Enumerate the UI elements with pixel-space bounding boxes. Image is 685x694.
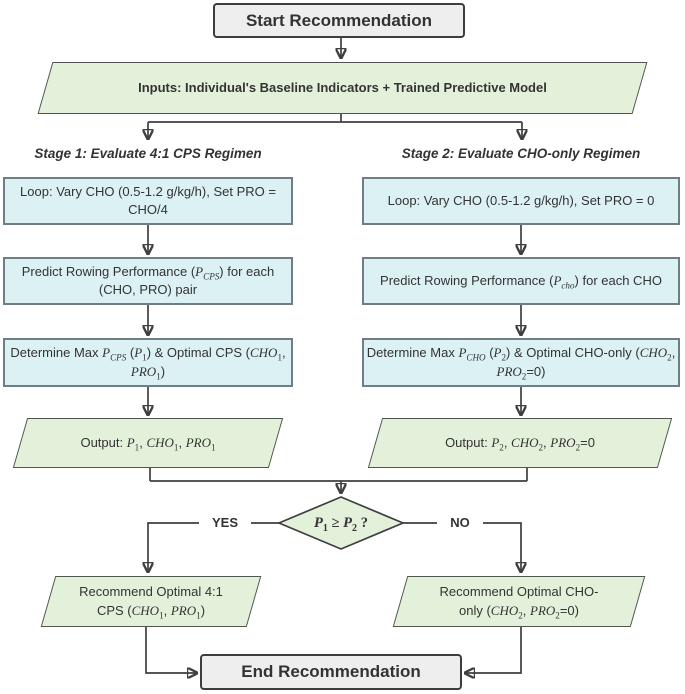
loop-cps-label: Loop: Vary CHO (0.5-1.2 g/kg/h), Set PRO…: [20, 183, 276, 217]
output-cps-label: Output: P1, CHO1, PRO1: [80, 434, 216, 453]
recommend-cho-label: Recommend Optimal CHO-only (CHO2, PRO2=0…: [439, 584, 599, 621]
output-cho-label: Output: P2, CHO2, PRO2=0: [445, 434, 595, 453]
output-cps-parallelogram: Output: P1, CHO1, PRO1: [10, 418, 286, 468]
inputs-parallelogram: Inputs: Individual's Baseline Indicators…: [35, 62, 650, 114]
decision-label: P1 ≥ P2 ?: [314, 514, 368, 534]
determine-cho-label: Determine Max PCHO (P2) & Optimal CHO-on…: [366, 345, 676, 382]
predict-cps-box: Predict Rowing Performance (PCPS) for ea…: [3, 257, 293, 305]
yes-edge-label: YES: [199, 514, 251, 531]
start-node: Start Recommendation: [213, 3, 465, 38]
connector-reccho-to-end: [466, 627, 522, 673]
recommend-cps-parallelogram: Recommend Optimal 4:1 CPS (CHO1, PRO1): [38, 576, 264, 627]
stage1-label: Stage 1: Evaluate 4:1 CPS Regimen: [34, 146, 262, 161]
end-node: End Recommendation: [200, 654, 462, 690]
start-node-label: Start Recommendation: [245, 10, 433, 30]
stage2-label: Stage 2: Evaluate CHO-only Regimen: [401, 146, 641, 161]
recommend-cho-parallelogram: Recommend Optimal CHO-only (CHO2, PRO2=0…: [390, 576, 648, 627]
determine-cps-box: Determine Max PCPS (P1) & Optimal CPS (C…: [3, 338, 293, 387]
decision-node: P1 ≥ P2 ?: [279, 500, 403, 546]
loop-cho-label: Loop: Vary CHO (0.5-1.2 g/kg/h), Set PRO…: [387, 192, 655, 208]
no-edge-label: NO: [437, 514, 483, 531]
predict-cho-box: Predict Rowing Performance (Pcho) for ea…: [362, 257, 680, 305]
output-cho-parallelogram: Output: P2, CHO2, PRO2=0: [365, 418, 675, 468]
connector-reccps-to-end: [145, 627, 196, 673]
inputs-label: Inputs: Individual's Baseline Indicators…: [138, 79, 547, 95]
predict-cps-label: Predict Rowing Performance (PCPS) for ea…: [21, 263, 275, 297]
end-node-label: End Recommendation: [241, 662, 421, 682]
recommend-cps-label: Recommend Optimal 4:1 CPS (CHO1, PRO1): [79, 584, 223, 621]
decision-diamond-shape: [276, 496, 406, 550]
loop-cho-box: Loop: Vary CHO (0.5-1.2 g/kg/h), Set PRO…: [362, 177, 680, 225]
loop-cps-box: Loop: Vary CHO (0.5-1.2 g/kg/h), Set PRO…: [3, 177, 293, 225]
predict-cho-label: Predict Rowing Performance (Pcho) for ea…: [380, 272, 662, 291]
determine-cho-box: Determine Max PCHO (P2) & Optimal CHO-on…: [362, 338, 680, 387]
determine-cps-label: Determine Max PCPS (P1) & Optimal CPS (C…: [10, 345, 286, 382]
